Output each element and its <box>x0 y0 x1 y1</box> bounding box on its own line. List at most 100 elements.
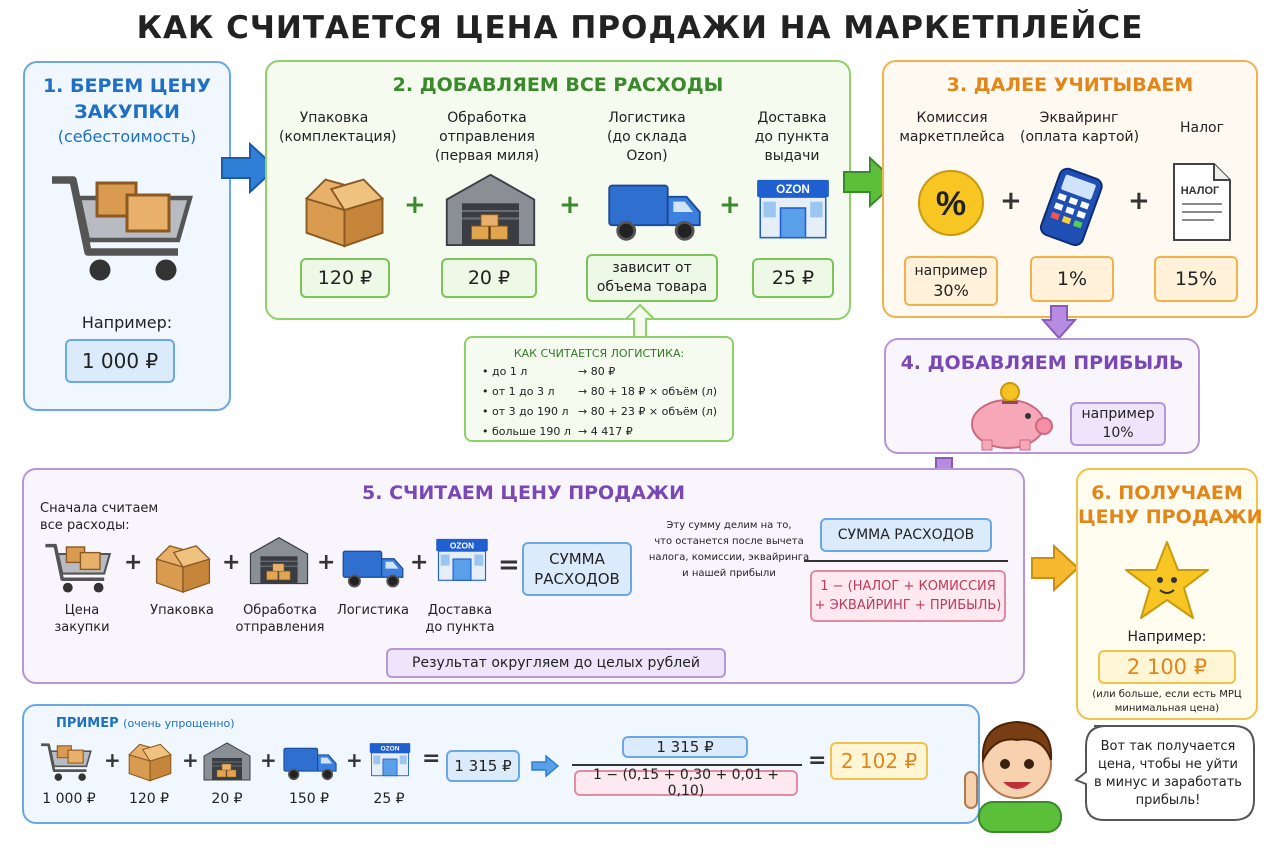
example-title: ПРИМЕР (очень упрощенно) <box>56 716 235 731</box>
division-note: Эту сумму делим на то,что останется посл… <box>648 520 810 579</box>
step6-example-value: 2 100 ₽ <box>1098 650 1236 684</box>
equals-icon: = <box>498 550 520 580</box>
step1-subtitle: (себестоимость) <box>57 127 197 146</box>
equals-icon: = <box>422 746 441 771</box>
plus-icon: + <box>346 748 363 772</box>
example-denominator: 1 − (0,15 + 0,30 + 0,01 + 0,10) <box>574 767 798 799</box>
processing-value: 20 ₽ <box>441 258 537 298</box>
page-title: КАК СЧИТАЕТСЯ ЦЕНА ПРОДАЖИ НА МАРКЕТПЛЕЙ… <box>136 10 1144 46</box>
warehouse-icon <box>202 740 252 782</box>
arrow-right-icon <box>1031 543 1080 593</box>
logistics-rule-range: • до 1 л <box>482 365 528 378</box>
plus-icon: + <box>404 190 426 220</box>
step5-item-label: Логистика <box>337 603 409 618</box>
rounding-note: Результат округляем до целых рублей <box>386 648 726 678</box>
card-terminal-icon <box>1039 167 1103 247</box>
truck-icon <box>607 178 702 244</box>
arrow-right-icon <box>531 754 560 778</box>
delivery-value: 25 ₽ <box>752 258 834 298</box>
speech-bubble-icon <box>1074 725 1255 821</box>
plus-icon: + <box>124 550 143 575</box>
step5-title: 5. СЧИТАЕМ ЦЕНУ ПРОДАЖИ <box>362 482 685 504</box>
step5-item-label: Упаковка <box>150 603 214 618</box>
step6-title-line1: 6. ПОЛУЧАЕМ <box>1091 482 1243 504</box>
step4-title: 4. ДОБАВЛЯЕМ ПРИБЫЛЬ <box>900 352 1184 374</box>
step6-panel: 6. ПОЛУЧАЕМ ЦЕНУ ПРОДАЖИ Например: 2 100… <box>1076 468 1263 720</box>
arrow-right-icon <box>221 141 278 195</box>
example-value: 20 ₽ <box>211 791 243 807</box>
step1-title-line2: ЗАКУПКИ <box>74 101 180 123</box>
svg-text:НАЛОГ: НАЛОГ <box>1181 185 1220 197</box>
step6-title-line2: ЦЕНУ ПРОДАЖИ <box>1078 506 1263 528</box>
star-icon <box>1125 541 1209 619</box>
step2-title: 2. ДОБАВЛЯЕМ ВСЕ РАСХОДЫ <box>392 74 724 96</box>
boy-character-icon <box>964 720 1062 833</box>
logistics-rule-formula: → 80 ₽ <box>578 365 616 378</box>
ozon-pickup-point-icon <box>434 536 490 582</box>
step1-panel: 1. БЕРЕМ ЦЕНУ ЗАКУПКИ (себестоимость) На… <box>23 61 231 411</box>
acquiring-value: 1% <box>1030 256 1114 302</box>
logistics-rule-range: • от 1 до 3 л <box>482 385 555 398</box>
piggy-bank-icon <box>971 382 1053 451</box>
logistics-rules-box: КАК СЧИТАЕТСЯ ЛОГИСТИКА: <box>464 336 734 442</box>
ozon-pickup-point-icon <box>754 176 832 240</box>
step3-title: 3. ДАЛЕЕ УЧИТЫВАЕМ <box>946 74 1194 96</box>
tax-value: 15% <box>1154 256 1238 302</box>
plus-icon: + <box>260 748 277 772</box>
packing-value: 120 ₽ <box>300 258 390 298</box>
logistics-rules-title: КАК СЧИТАЕТСЯ ЛОГИСТИКА: <box>513 347 685 360</box>
plus-icon: + <box>1000 186 1022 216</box>
packing-label: Упаковка(комплектация) <box>279 110 397 145</box>
box-icon <box>150 540 216 594</box>
step1-title-line1: 1. БЕРЕМ ЦЕНУ <box>42 75 212 97</box>
plus-icon: + <box>222 550 241 575</box>
logistics-rule-range: • от 3 до 190 л <box>482 405 569 418</box>
formula-denominator: 1 − (НАЛОГ + КОМИССИЯ+ ЭКВАЙРИНГ + ПРИБЫ… <box>810 570 1006 622</box>
logistics-rule-range: • больше 190 л <box>482 425 571 438</box>
plus-icon: + <box>559 190 581 220</box>
plus-icon: + <box>317 550 336 575</box>
truck-icon <box>282 744 338 782</box>
example-value: 25 ₽ <box>373 791 405 807</box>
formula-numerator: СУММА РАСХОДОВ <box>820 518 992 552</box>
step1-example-label: Например: <box>81 313 173 332</box>
plus-icon: + <box>410 550 429 575</box>
logistics-rule-formula: → 4 417 ₽ <box>578 425 633 438</box>
warehouse-icon <box>248 534 310 586</box>
plus-icon: + <box>719 190 741 220</box>
example-result: 2 102 ₽ <box>830 742 928 780</box>
plus-icon: + <box>104 748 121 772</box>
truck-icon <box>342 546 404 590</box>
tax-document-icon: НАЛОГ <box>1173 163 1231 241</box>
acquiring-label: Эквайринг(оплата картой) <box>1020 110 1140 145</box>
plus-icon: + <box>182 748 199 772</box>
logistics-rule-formula: → 80 + 23 ₽ × объём (л) <box>578 405 718 418</box>
warehouse-icon <box>443 170 538 248</box>
shopping-cart-icon <box>44 540 114 596</box>
step2-panel: 2. ДОБАВЛЯЕМ ВСЕ РАСХОДЫ Упаковка(компле… <box>265 60 851 320</box>
shopping-cart-icon <box>49 168 199 288</box>
plus-icon: + <box>1128 186 1150 216</box>
step1-example-value: 1 000 ₽ <box>65 339 175 383</box>
example-value: 120 ₽ <box>128 791 170 807</box>
logistics-rule-formula: → 80 + 18 ₽ × объём (л) <box>578 385 718 398</box>
arrow-up-icon <box>623 303 657 338</box>
step6-example-label: Например: <box>1127 629 1207 645</box>
percent-icon: % <box>918 170 984 236</box>
example-value: 150 ₽ <box>288 791 330 807</box>
